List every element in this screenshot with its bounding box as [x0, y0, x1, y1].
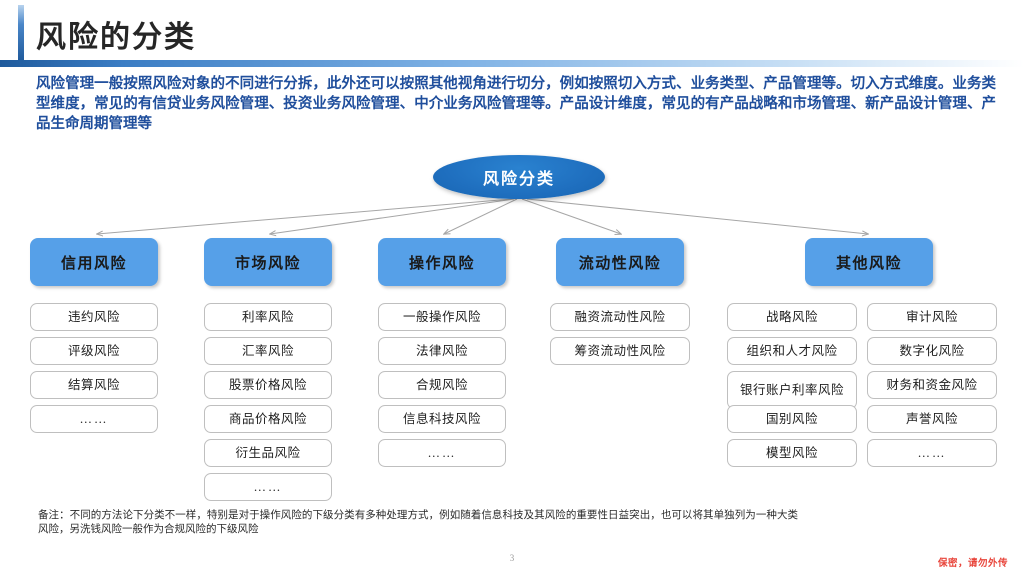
leaf-label: 审计风险: [905, 309, 958, 324]
list-item[interactable]: 财务和资金风险: [867, 371, 997, 399]
list-item[interactable]: 信息科技风险: [378, 405, 506, 433]
root-node-label: 风险分类: [482, 171, 555, 188]
category-header-label: 操作风险: [408, 255, 475, 272]
leaf-label: 筹资流动性风险: [574, 343, 666, 358]
category-header-other-risk[interactable]: 其他风险: [805, 238, 933, 286]
leaf-label: 评级风险: [67, 343, 120, 358]
leaf-label: ……: [427, 445, 457, 460]
list-item[interactable]: 融资流动性风险: [550, 303, 690, 331]
list-item[interactable]: 声誉风险: [867, 405, 997, 433]
connector-to-liquidity-risk: [521, 198, 621, 234]
list-item[interactable]: ……: [204, 473, 332, 501]
leaf-label: 商品价格风险: [228, 411, 307, 426]
leaf-label: 财务和资金风险: [886, 377, 978, 392]
list-item[interactable]: 组织和人才风险: [727, 337, 857, 365]
connector-to-credit-risk: [97, 198, 513, 234]
list-item[interactable]: 股票价格风险: [204, 371, 332, 399]
root-node-risk-classification[interactable]: 风险分类: [433, 155, 605, 199]
list-item[interactable]: 一般操作风险: [378, 303, 506, 331]
leaf-label: 数字化风险: [899, 343, 965, 358]
category-header-label: 信用风险: [60, 255, 127, 272]
leaf-label: 组织和人才风险: [746, 343, 838, 358]
page-title: 风险的分类: [36, 21, 196, 54]
list-item[interactable]: 商品价格风险: [204, 405, 332, 433]
list-item[interactable]: ……: [378, 439, 506, 467]
title-underline-divider: [0, 60, 1024, 67]
leaf-label: 股票价格风险: [228, 377, 307, 392]
category-header-label: 其他风险: [835, 255, 902, 272]
list-item[interactable]: 违约风险: [30, 303, 158, 331]
slide-title-bar: 风险的分类: [0, 0, 1024, 67]
leaf-label: ……: [79, 411, 109, 426]
leaf-label: 融资流动性风险: [574, 309, 666, 324]
leaf-label: 法律风险: [415, 343, 468, 358]
confidential-notice: 保密，请勿外传: [937, 559, 1008, 569]
category-header-label: 市场风险: [234, 255, 301, 272]
category-header-market-risk[interactable]: 市场风险: [204, 238, 332, 286]
list-item[interactable]: ……: [30, 405, 158, 433]
connector-to-other-risk: [526, 198, 868, 234]
list-item[interactable]: 汇率风险: [204, 337, 332, 365]
connector-to-operation-risk: [444, 198, 518, 234]
category-header-credit-risk[interactable]: 信用风险: [30, 238, 158, 286]
intro-paragraph: 风险管理一般按照风险对象的不同进行分拆，此外还可以按照其他视角进行切分，例如按照…: [36, 76, 996, 132]
category-header-label: 流动性风险: [578, 255, 662, 272]
leaf-label: 银行账户利率风险: [739, 382, 844, 397]
category-header-liquidity-risk[interactable]: 流动性风险: [556, 238, 684, 286]
leaf-label: 合规风险: [415, 377, 468, 392]
list-item[interactable]: 评级风险: [30, 337, 158, 365]
leaf-label: 利率风险: [241, 309, 294, 324]
list-item[interactable]: 国别风险: [727, 405, 857, 433]
leaf-label: ……: [253, 479, 283, 494]
page-number: 3: [509, 553, 515, 563]
list-item[interactable]: 战略风险: [727, 303, 857, 331]
leaf-label: 信息科技风险: [402, 411, 481, 426]
list-item[interactable]: 筹资流动性风险: [550, 337, 690, 365]
list-item[interactable]: 法律风险: [378, 337, 506, 365]
leaf-label: 战略风险: [765, 309, 818, 324]
connector-to-market-risk: [270, 198, 515, 234]
leaf-label: ……: [917, 445, 947, 460]
list-item[interactable]: 银行账户利率风险: [727, 371, 857, 409]
list-item[interactable]: 数字化风险: [867, 337, 997, 365]
leaf-label: 结算风险: [67, 377, 120, 392]
list-item[interactable]: 衍生品风险: [204, 439, 332, 467]
leaf-label: 违约风险: [67, 309, 120, 324]
list-item[interactable]: 结算风险: [30, 371, 158, 399]
leaf-label: 模型风险: [765, 445, 818, 460]
list-item[interactable]: 合规风险: [378, 371, 506, 399]
title-accent-bar-icon: [18, 5, 24, 61]
leaf-label: 衍生品风险: [235, 445, 301, 460]
list-item[interactable]: 模型风险: [727, 439, 857, 467]
leaf-label: 汇率风险: [241, 343, 294, 358]
leaf-label: 一般操作风险: [402, 309, 481, 324]
list-item[interactable]: ……: [867, 439, 997, 467]
leaf-label: 国别风险: [765, 411, 818, 426]
category-header-operational-risk[interactable]: 操作风险: [378, 238, 506, 286]
footnote: 备注：不同的方法论下分类不一样，特别是对于操作风险的下级分类有多种处理方式，例如…: [38, 510, 798, 535]
leaf-label: 声誉风险: [905, 411, 958, 426]
list-item[interactable]: 利率风险: [204, 303, 332, 331]
list-item[interactable]: 审计风险: [867, 303, 997, 331]
